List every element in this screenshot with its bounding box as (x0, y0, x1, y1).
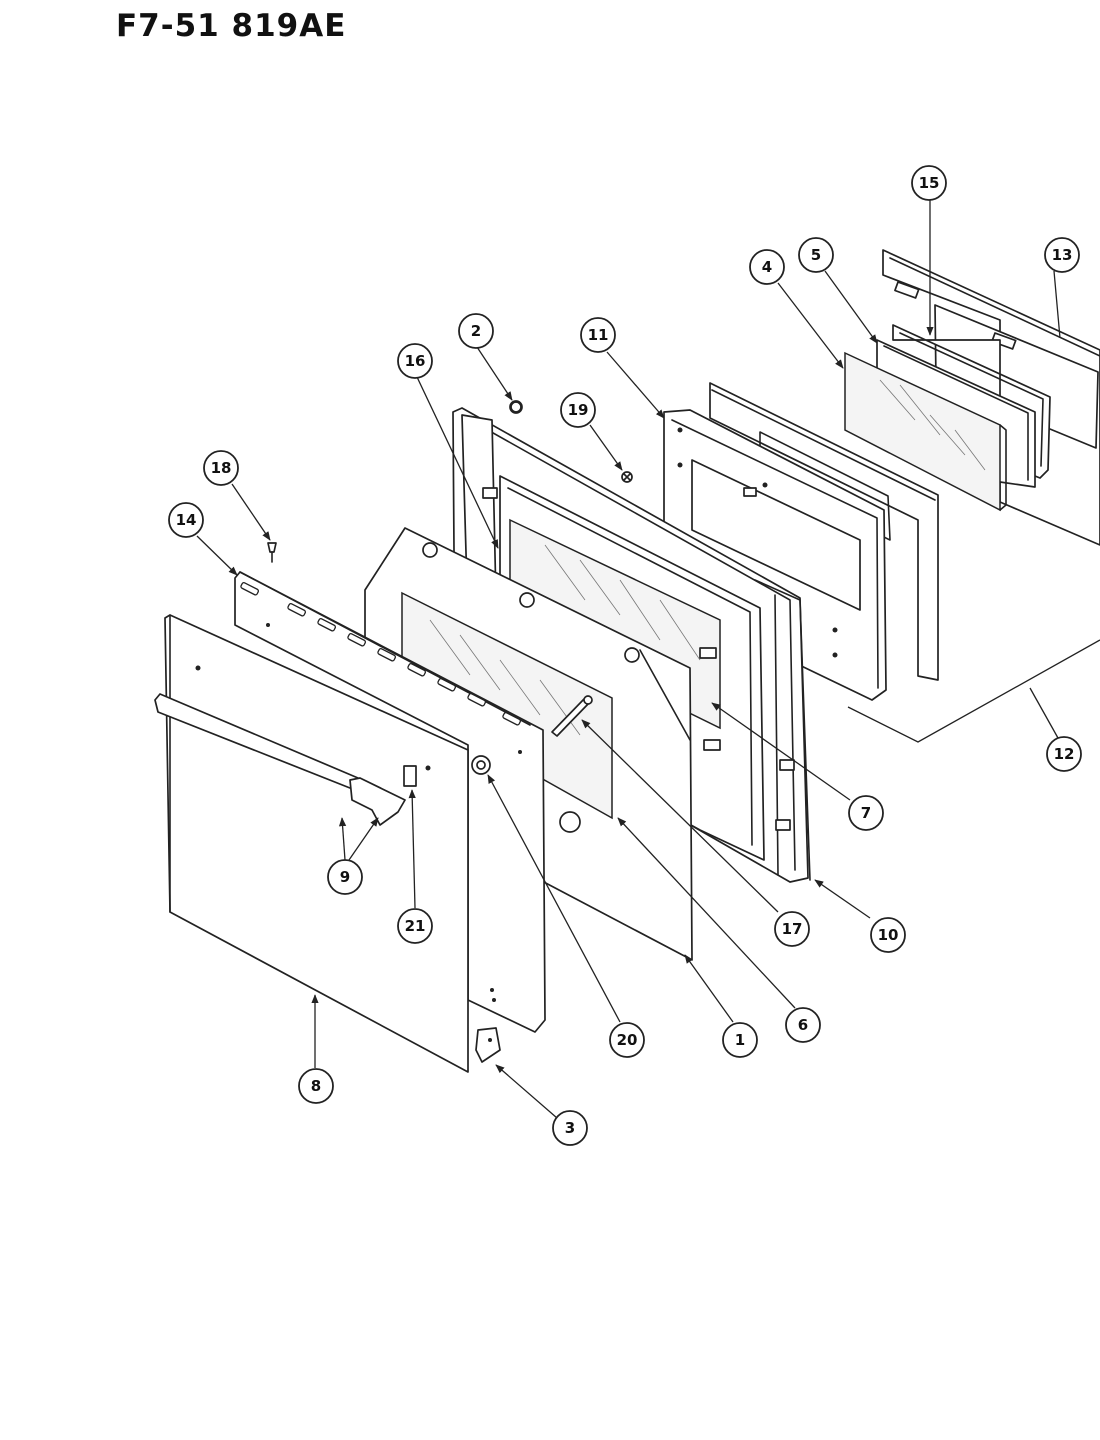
part-inner-glass (844, 351, 1007, 512)
svg-text:1: 1 (735, 1031, 745, 1049)
callout-8: 8 (298, 1068, 334, 1104)
callout-5: 5 (798, 237, 834, 273)
callout-1: 1 (722, 1022, 758, 1058)
part-hinge-3 (475, 1027, 501, 1063)
svg-text:12: 12 (1054, 745, 1075, 763)
leader-lines (196, 200, 1100, 1119)
callout-6: 6 (785, 1007, 821, 1043)
callout-20: 20 (609, 1022, 645, 1058)
svg-text:10: 10 (878, 926, 899, 944)
svg-text:11: 11 (588, 326, 609, 344)
callout-15: 15 (911, 165, 947, 201)
callout-16: 16 (397, 343, 433, 379)
svg-text:3: 3 (565, 1119, 575, 1137)
part-handle-9 (154, 693, 406, 826)
callout-2: 2 (458, 313, 494, 349)
svg-text:19: 19 (568, 401, 589, 419)
callout-9: 9 (327, 859, 363, 895)
svg-text:7: 7 (861, 804, 871, 822)
svg-text:6: 6 (798, 1016, 808, 1034)
svg-text:16: 16 (405, 352, 426, 370)
callout-14: 14 (168, 502, 204, 538)
callout-7: 7 (848, 795, 884, 831)
part-screw-19 (621, 471, 633, 483)
callout-3: 3 (552, 1110, 588, 1146)
callout-18: 18 (203, 450, 239, 486)
svg-text:21: 21 (405, 917, 426, 935)
svg-text:15: 15 (919, 174, 940, 192)
callout-10: 10 (870, 917, 906, 953)
callout-11: 11 (580, 317, 616, 353)
svg-text:8: 8 (311, 1077, 321, 1095)
callout-12: 12 (1046, 736, 1082, 772)
diagram-title: F7-51 819AE (116, 8, 347, 44)
svg-text:2: 2 (471, 322, 481, 340)
part-washer-20 (471, 755, 491, 775)
svg-text:17: 17 (782, 920, 803, 938)
part-frame-11 (663, 409, 887, 701)
svg-text:13: 13 (1052, 246, 1073, 264)
svg-text:5: 5 (811, 246, 821, 264)
callout-19: 19 (560, 392, 596, 428)
part-nut-2 (510, 401, 522, 413)
part-screw-18 (267, 542, 277, 563)
part-outer-shell-14 (234, 571, 546, 1033)
part-clip-21 (403, 765, 417, 787)
svg-text:18: 18 (211, 459, 232, 477)
svg-text:4: 4 (762, 258, 772, 276)
callout-17: 17 (774, 911, 810, 947)
callout-4: 4 (749, 249, 785, 285)
svg-text:9: 9 (340, 868, 350, 886)
svg-text:14: 14 (176, 511, 197, 529)
svg-text:20: 20 (617, 1031, 638, 1049)
callout-13: 13 (1044, 237, 1080, 273)
part-pin-17 (551, 695, 593, 737)
callout-21: 21 (397, 908, 433, 944)
